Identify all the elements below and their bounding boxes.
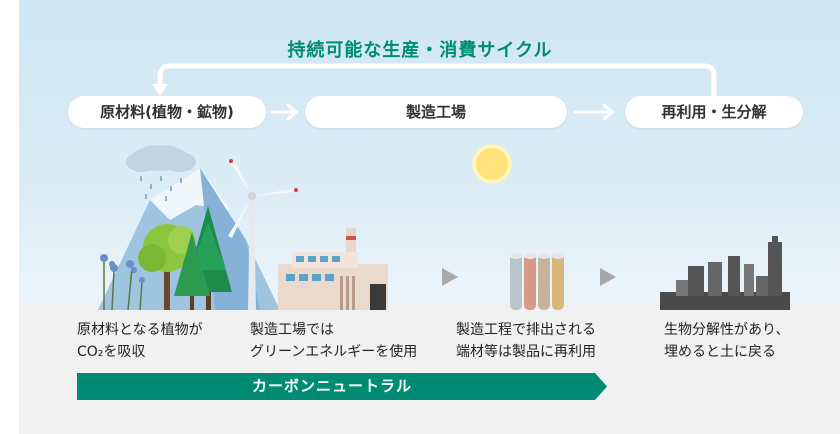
caption-factory: 製造工場では グリーンエネルギーを使用 xyxy=(250,319,417,363)
caption-plants-line2: CO₂を吸収 xyxy=(77,344,146,360)
caption-factory-line1: 製造工場では xyxy=(250,322,334,338)
process-arrow-1 xyxy=(442,268,458,286)
material-rolls-icon xyxy=(510,253,564,310)
arrow-right-icon xyxy=(270,103,615,121)
caption-biodegradable: 生物分解性があり、 埋めると土に戻る xyxy=(664,319,789,363)
caption-scrap: 製造工程で排出される 端材等は製品に再利用 xyxy=(456,319,596,363)
caption-scrap-line1: 製造工程で排出される xyxy=(456,322,596,338)
flowers-icon xyxy=(100,254,145,311)
stage-recycle: 再利用・生分解 xyxy=(625,96,803,128)
caption-plants: 原材料となる植物が CO₂を吸収 xyxy=(77,319,203,363)
cycle-title: 持続可能な生産・消費サイクル xyxy=(287,40,553,61)
caption-factory-line2: グリーンエネルギーを使用 xyxy=(250,344,418,360)
sun-icon xyxy=(472,144,512,184)
wind-turbine-icon xyxy=(228,159,298,310)
stage-factory: 製造工場 xyxy=(305,96,567,128)
carbon-neutral-banner-shape xyxy=(77,373,607,400)
rain-cloud-icon xyxy=(126,145,196,201)
carbon-neutral-banner: カーボンニュートラル xyxy=(251,377,412,395)
process-arrow-2 xyxy=(600,268,616,286)
caption-scrap-line2: 端材等は製品に再利用 xyxy=(456,344,596,360)
caption-biodegradable-line2: 埋めると土に戻る xyxy=(664,344,776,360)
trees-icon xyxy=(138,206,232,310)
city-skyline-icon xyxy=(660,236,790,310)
factory-icon xyxy=(278,228,388,310)
stage-raw-materials: 原材料(植物・鉱物) xyxy=(68,96,266,128)
caption-biodegradable-line1: 生物分解性があり、 xyxy=(664,322,790,338)
caption-plants-line1: 原材料となる植物が xyxy=(77,322,203,338)
